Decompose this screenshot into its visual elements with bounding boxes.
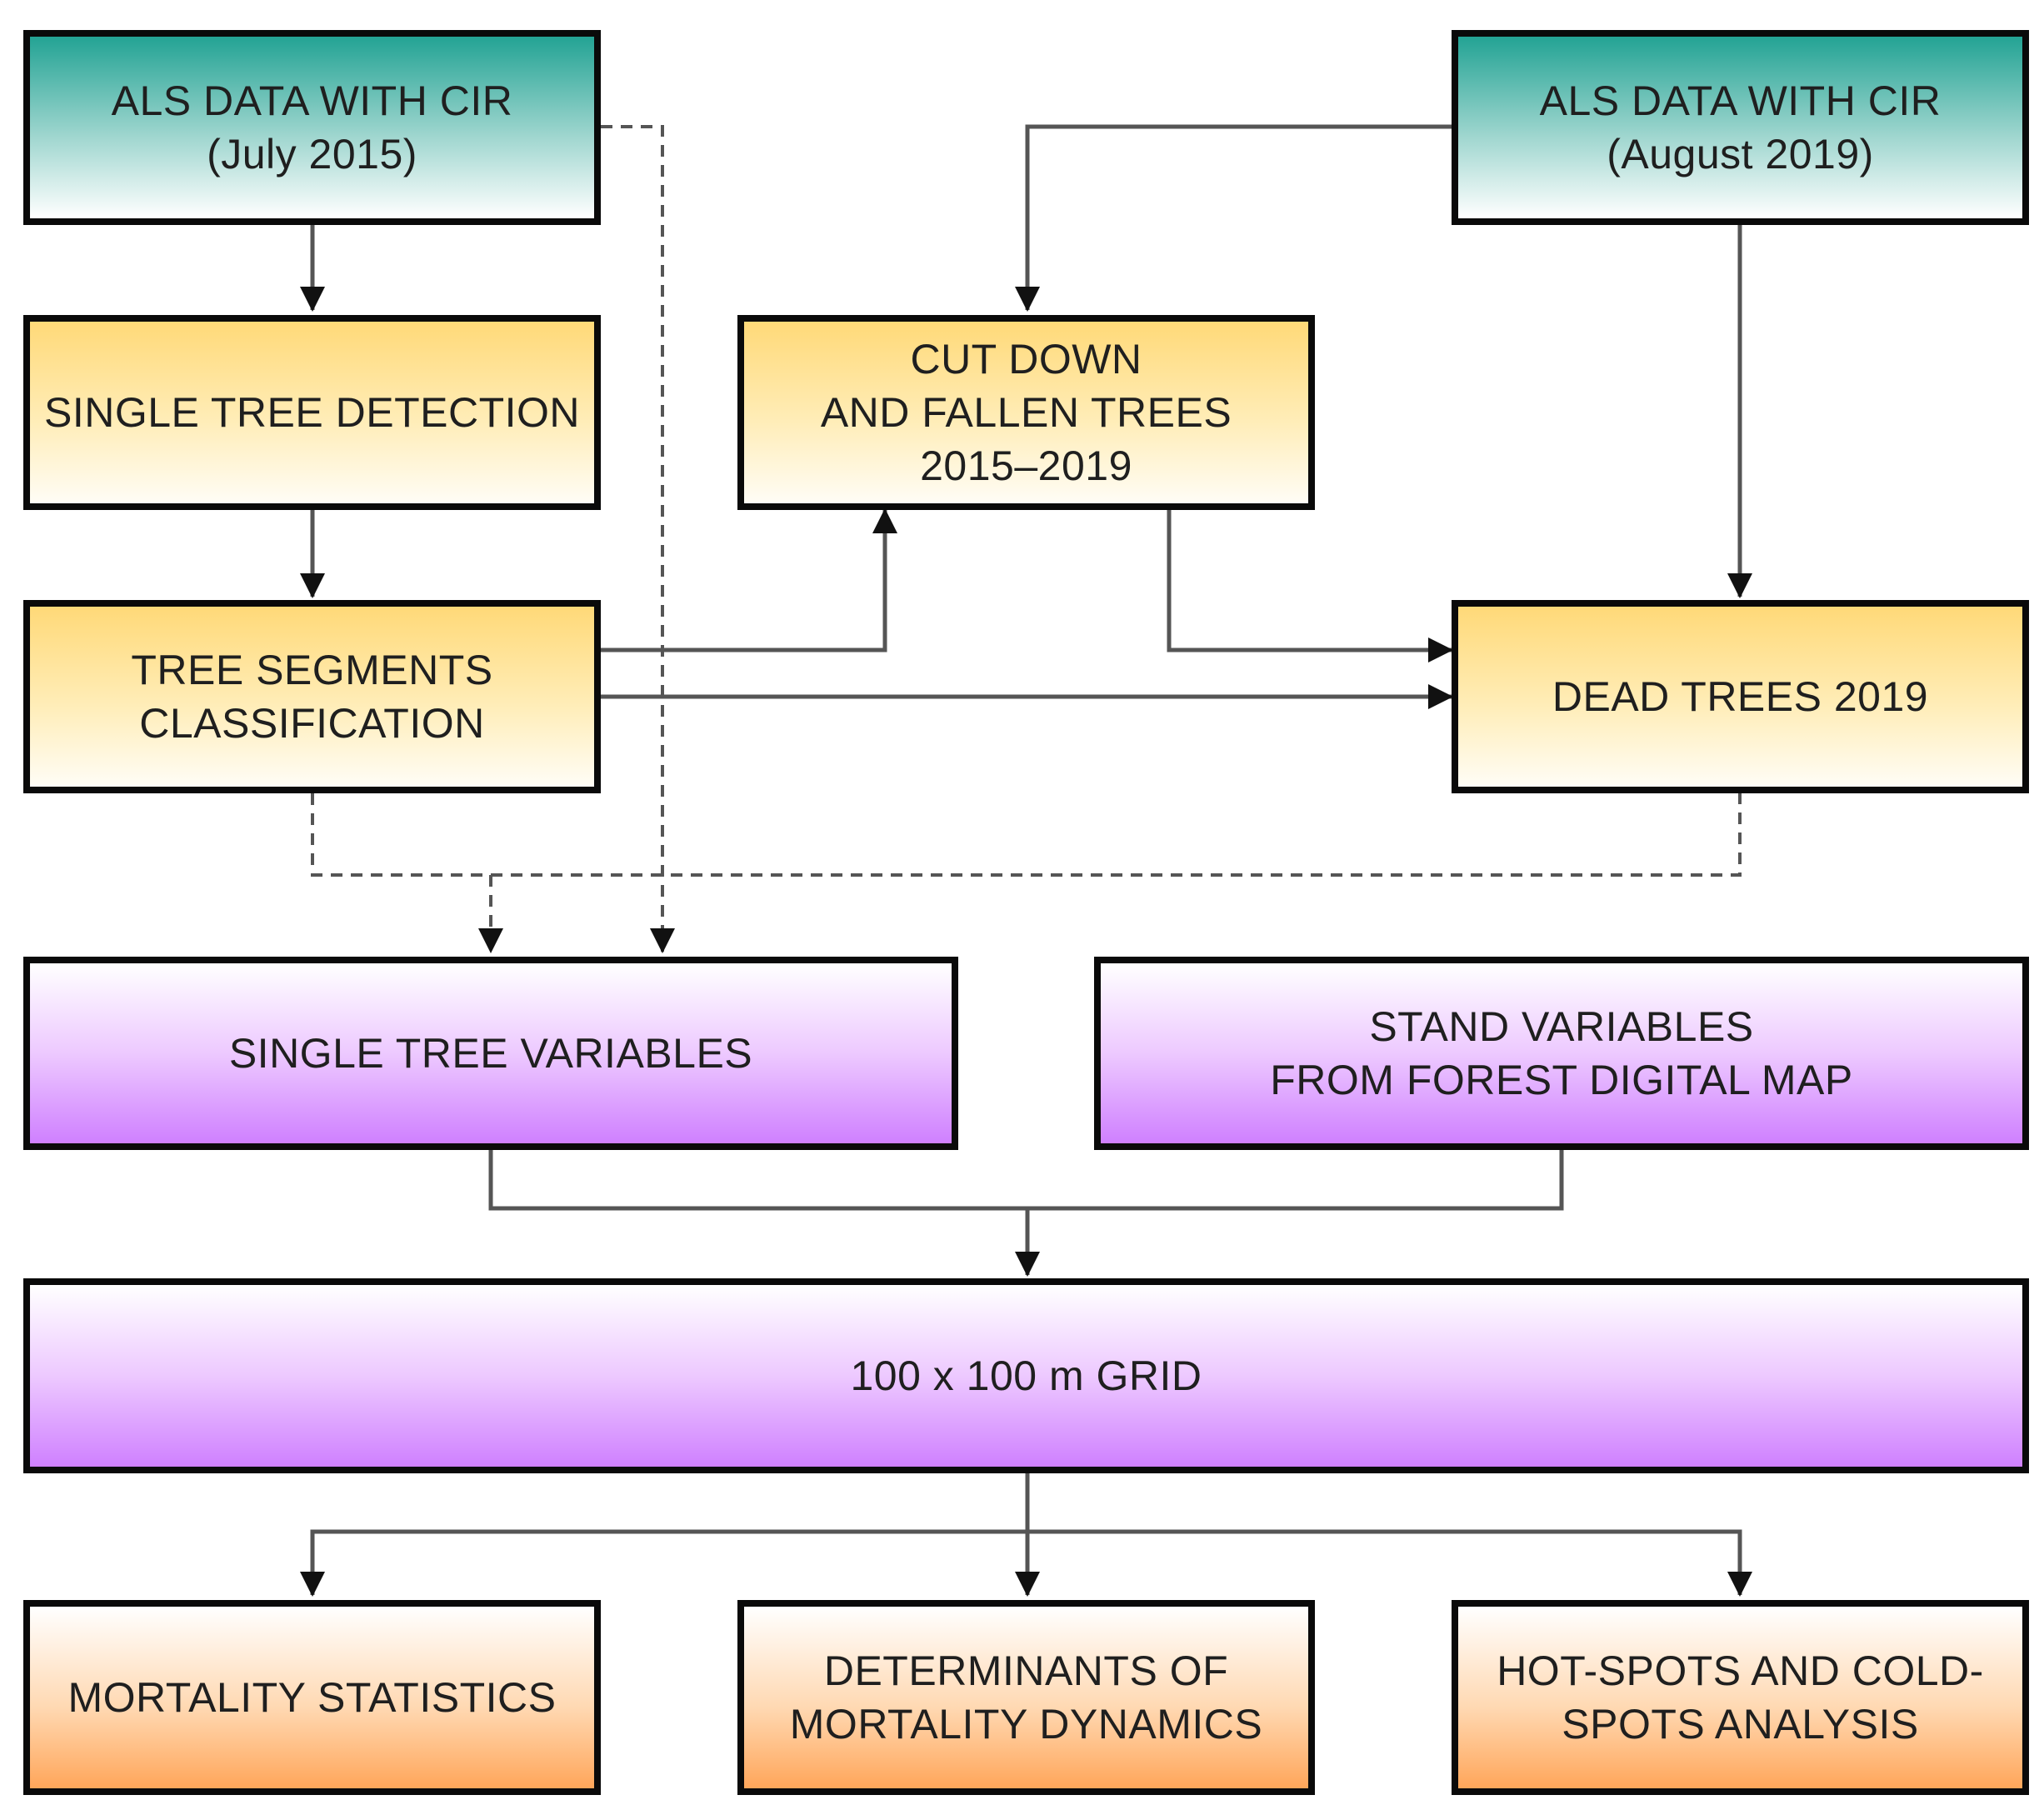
node-hotspots-line2: SPOTS ANALYSIS (1562, 1701, 1919, 1748)
node-single-tree-detection-label: SINGLE TREE DETECTION (43, 389, 581, 436)
node-determinants-of-mortality: DETERMINANTS OF MORTALITY DYNAMICS (737, 1600, 1315, 1795)
node-als-data-2015-line1: ALS DATA WITH CIR (111, 78, 513, 124)
node-stand-variables-line2: FROM FOREST DIGITAL MAP (1270, 1057, 1853, 1103)
node-hotspots-analysis: HOT-SPOTS AND COLD- SPOTS ANALYSIS (1452, 1600, 2029, 1795)
node-determinants-line2: MORTALITY DYNAMICS (789, 1701, 1263, 1748)
node-hotspots-line1: HOT-SPOTS AND COLD- (1497, 1648, 1984, 1694)
node-als-data-2019: ALS DATA WITH CIR (August 2019) (1452, 30, 2029, 225)
node-als-data-2019-line1: ALS DATA WITH CIR (1539, 78, 1942, 124)
edge-segments-to-singlevars-dashed (311, 793, 1742, 877)
node-tree-segments-line1: TREE SEGMENTS (131, 647, 493, 693)
node-cut-down-line1: CUT DOWN (910, 336, 1142, 382)
node-grid: 100 x 100 m GRID (23, 1278, 2029, 1473)
node-grid-label: 100 x 100 m GRID (850, 1352, 1202, 1399)
node-stand-variables: STAND VARIABLES FROM FOREST DIGITAL MAP (1094, 957, 2029, 1150)
edge-singlevars-to-grid (488, 1150, 1040, 1277)
node-single-tree-variables: SINGLE TREE VARIABLES (23, 957, 958, 1150)
edge-standvars-to-grid (1027, 1150, 1564, 1211)
edge-grid-to-hotspots (1027, 1529, 1752, 1597)
node-als-data-2015-line2: (July 2015) (207, 131, 417, 178)
edge-segments-to-cutdown (601, 508, 897, 652)
node-dead-trees-label: DEAD TREES 2019 (1552, 673, 1929, 720)
edge-cutdown-to-deadtrees (1167, 510, 1453, 662)
node-tree-segments-line2: CLASSIFICATION (139, 700, 485, 747)
node-tree-segments-classification: TREE SEGMENTS CLASSIFICATION (23, 600, 601, 793)
node-cut-down-fallen-trees: CUT DOWN AND FALLEN TREES 2015–2019 (737, 315, 1315, 510)
node-cut-down-line3: 2015–2019 (920, 442, 1132, 489)
edge-als2015-to-singlevars-dashed (601, 125, 675, 953)
node-cut-down-line2: AND FALLEN TREES (820, 389, 1232, 436)
node-single-tree-variables-label: SINGLE TREE VARIABLES (228, 1030, 753, 1077)
node-als-data-2015: ALS DATA WITH CIR (July 2015) (23, 30, 601, 225)
node-single-tree-detection: SINGLE TREE DETECTION (23, 315, 601, 510)
node-stand-variables-line1: STAND VARIABLES (1369, 1003, 1754, 1050)
node-als-data-2019-line2: (August 2019) (1607, 131, 1874, 178)
edge-grid-to-mortality (300, 1529, 1027, 1597)
node-determinants-line1: DETERMINANTS OF (823, 1648, 1229, 1694)
node-mortality-statistics-label: MORTALITY STATISTICS (67, 1674, 557, 1721)
edge-als2019-to-cutdown (1015, 124, 1452, 312)
node-mortality-statistics: MORTALITY STATISTICS (23, 1600, 601, 1795)
node-dead-trees-2019: DEAD TREES 2019 (1452, 600, 2029, 793)
